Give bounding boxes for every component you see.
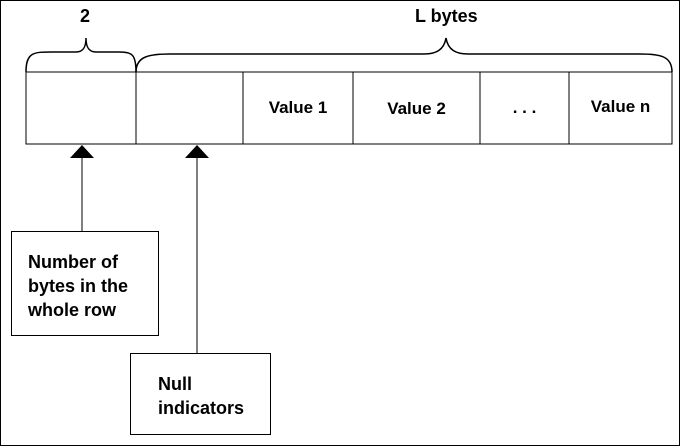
value-1-cell: Value 1 xyxy=(268,98,328,117)
arrowhead-null-indicators xyxy=(185,145,209,158)
row-size-label: L bytes xyxy=(415,6,478,26)
null-indicators-callout: Null indicators xyxy=(130,353,271,435)
row-length-callout-line: bytes in the xyxy=(28,276,129,296)
row-length-callout-line: whole row xyxy=(28,300,117,320)
value-n-cell: Value n xyxy=(590,97,651,116)
null-indicators-callout-line: indicators xyxy=(158,398,245,418)
row-outline xyxy=(25,71,673,145)
brace-row-body xyxy=(135,37,673,73)
row-length-callout-line: Number of xyxy=(28,252,118,272)
value-2-cell: Value 2 xyxy=(387,99,446,118)
arrowhead-row-length xyxy=(70,145,94,158)
brace-length-prefix xyxy=(25,37,137,73)
null-indicators-callout-line: Null xyxy=(158,374,192,394)
row-length-callout: Number of bytes in the whole row xyxy=(11,231,159,336)
prefix-size-label: 2 xyxy=(80,6,91,26)
ellipsis-cell: . . . xyxy=(512,98,537,117)
